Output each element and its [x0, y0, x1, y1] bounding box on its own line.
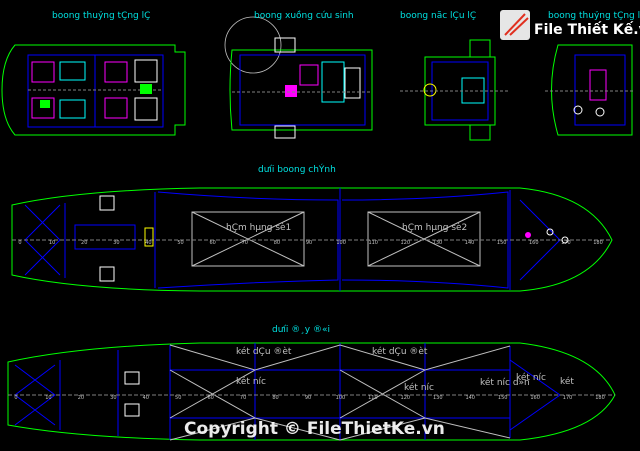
frame-number: 60: [207, 395, 213, 401]
title-top2: boong xuồng cứu sinh: [254, 10, 354, 21]
frame-number: 160: [530, 395, 540, 401]
frame-number: 30: [110, 395, 116, 401]
tank-label-b: két dÇu ®èt: [372, 346, 428, 357]
frame-number: 140: [465, 240, 475, 246]
frame-number: 50: [177, 240, 183, 246]
tank-label-g: két: [560, 376, 574, 387]
frame-number: 10: [49, 240, 55, 246]
frame-number: 80: [274, 240, 280, 246]
frame-number: 90: [305, 395, 311, 401]
frame-number: 50: [175, 395, 181, 401]
deck-plan-forecastle: [545, 44, 635, 136]
title-bottom: dưíi ®¸y ®«i: [272, 325, 330, 335]
hull-main-deck: [11, 187, 613, 292]
frame-number: 70: [240, 395, 246, 401]
frame-number: 110: [368, 240, 378, 246]
frame-number: 100: [336, 395, 346, 401]
frame-number: 120: [401, 240, 411, 246]
frame-numbers-main: 0 10 20 30 40 50 60 70 80 90 100 110 120 130 140 150 160…: [18, 240, 602, 246]
frame-number: 100: [336, 240, 346, 246]
frame-number: 0: [18, 240, 21, 246]
tank-label-d: két n­íc: [404, 382, 434, 393]
frame-number: 150: [498, 395, 508, 401]
watermark-copyright: Copyright © FileThietKe.vn: [184, 419, 445, 439]
frame-number: 10: [45, 395, 51, 401]
hull-double-bottom: [7, 342, 616, 441]
frame-number: 20: [81, 240, 87, 246]
frame-number: 0: [14, 395, 17, 401]
deck-plan-boat-deck: [224, 16, 373, 139]
frame-number: 120: [401, 395, 411, 401]
frame-number: 90: [306, 240, 312, 246]
frame-number: 160: [529, 240, 539, 246]
frame-number: 170: [563, 395, 573, 401]
hold-label-2: hÇm hµng sè2: [402, 222, 467, 233]
frame-number: 110: [368, 395, 378, 401]
title-top1: boong thuỷng tÇng lÇ: [52, 11, 150, 21]
frame-number: 140: [465, 395, 475, 401]
tank-label-c: két n­íc: [236, 376, 266, 387]
title-top3: boong nãc lÇu lÇ: [400, 11, 476, 21]
frame-number: 60: [209, 240, 215, 246]
tank-label-e: két n­íc d»n: [480, 377, 530, 388]
frame-number: 40: [145, 240, 151, 246]
frame-number: 130: [433, 395, 443, 401]
frame-number: 130: [433, 240, 443, 246]
frame-number: 70: [242, 240, 248, 246]
frame-number: 80: [272, 395, 278, 401]
tank-label-f: két n­íc: [516, 372, 546, 383]
deck-plan-wheelhouse-top: [400, 39, 510, 141]
watermark-logo-text: File Thiết Kế.vn: [534, 21, 640, 38]
frame-number: 30: [113, 240, 119, 246]
frame-number: 150: [497, 240, 507, 246]
deck-plan-aft-house: [1, 44, 186, 136]
frame-number: 180: [595, 395, 605, 401]
tank-label-a: két dÇu ®èt: [236, 346, 292, 357]
hold-label-1: hÇm hµng sè1: [226, 222, 291, 233]
title-main: dưíi boong chÝnh: [258, 163, 336, 175]
watermark-logo: File Thiết Kế.vn: [500, 10, 640, 40]
frame-number: 180: [593, 240, 603, 246]
frame-number: 40: [143, 395, 149, 401]
title-top4: boong thuỷng tÇng lÇ: [548, 11, 640, 21]
frame-number: 170: [561, 240, 571, 246]
frame-number: 20: [78, 395, 84, 401]
frame-numbers-bottom: 0 10 20 30 40 50 60 70 80 90 100 110 120 130 140 150 160…: [14, 395, 604, 401]
